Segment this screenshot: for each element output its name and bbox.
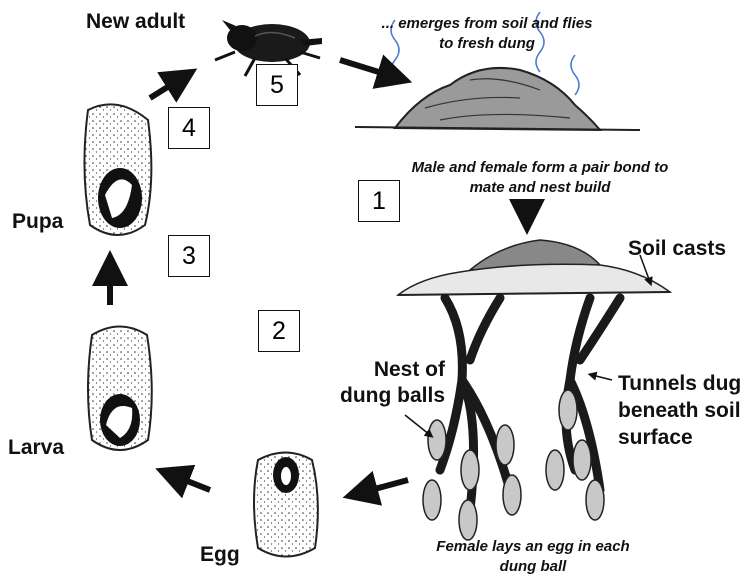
larva-cell — [88, 327, 152, 451]
label-soil-casts: Soil casts — [628, 237, 726, 261]
step-box-3: 3 — [168, 235, 210, 277]
step-box-2: 2 — [258, 310, 300, 352]
step-box-5: 5 — [256, 64, 298, 106]
pupa-cell — [84, 104, 151, 235]
tunnels-line-3: surface — [618, 424, 741, 451]
label-larva: Larva — [8, 436, 64, 460]
label-tunnels: Tunnels dug beneath soil surface — [618, 370, 741, 451]
caption-egg-line-2: dung ball — [398, 557, 668, 577]
caption-pair-line-1: Male and female form a pair bond to — [370, 158, 710, 178]
label-egg: Egg — [200, 543, 240, 567]
caption-egg-line-1: Female lays an egg in each — [398, 537, 668, 557]
caption-pair-bond: Male and female form a pair bond to mate… — [370, 158, 710, 198]
step-box-1: 1 — [358, 180, 400, 222]
nest-line-1: Nest of — [340, 357, 445, 383]
label-pupa: Pupa — [12, 210, 63, 234]
caption-pair-line-2: mate and nest build — [370, 178, 710, 198]
nest-line-2: dung balls — [340, 383, 445, 409]
tunnels-line-1: Tunnels dug — [618, 370, 741, 397]
caption-lays-egg: Female lays an egg in each dung ball — [398, 537, 668, 577]
egg-cell — [254, 453, 318, 557]
label-new-adult: New adult — [86, 10, 185, 34]
label-nest-of-dung-balls: Nest of dung balls — [340, 357, 445, 409]
caption-emerges-line-1: ... emerges from soil and flies — [352, 14, 622, 34]
caption-emerges-line-2: to fresh dung — [352, 34, 622, 54]
tunnels-line-2: beneath soil — [618, 397, 741, 424]
step-box-4: 4 — [168, 107, 210, 149]
caption-emerges: ... emerges from soil and flies to fresh… — [352, 14, 622, 54]
